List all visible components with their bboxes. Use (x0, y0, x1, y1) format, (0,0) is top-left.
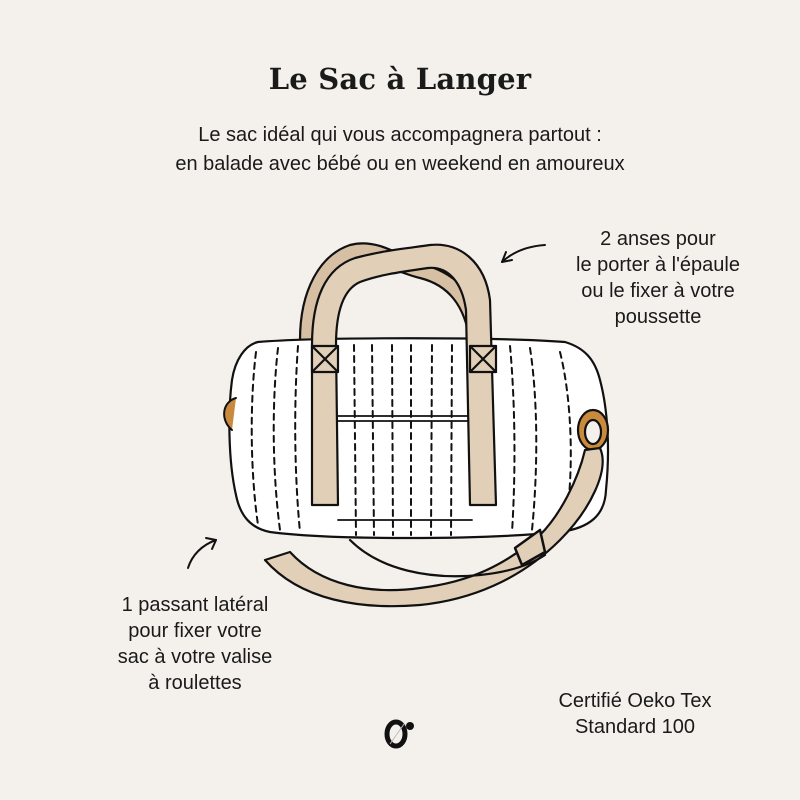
front-handle (310, 243, 498, 507)
annotation-line: sac à votre valise (117, 646, 273, 668)
annotation-line: ou le fixer à votre (581, 280, 735, 302)
shoulder-strap (263, 408, 610, 608)
arrow-to-side-loop (187, 537, 217, 569)
annotation-line: 1 passant latéral (121, 594, 269, 616)
annotation-side-loop: 1 passant latéral pour fixer votre sac à… (90, 592, 300, 696)
annotation-line: Certifié Oeko Tex (558, 690, 712, 712)
bag-body (228, 337, 610, 540)
annotation-certification: Certifié Oeko Tex Standard 100 (530, 688, 740, 740)
subtitle-line-2: en balade avec bébé ou en weekend en amo… (175, 153, 625, 175)
subtitle-line-1: Le sac idéal qui vous accompagnera parto… (198, 124, 602, 146)
page-title: Le Sac à Langer (268, 62, 532, 96)
side-loop (223, 397, 237, 431)
annotation-line: 2 anses pour (600, 228, 716, 250)
brand-monogram-icon (384, 719, 414, 749)
annotation-line: poussette (614, 306, 702, 328)
page-subtitle: Le sac idéal qui vous accompagnera parto… (0, 121, 800, 179)
annotation-line: pour fixer votre (128, 620, 262, 642)
annotation-line: le porter à l'épaule (576, 254, 740, 276)
arrow-to-handles (501, 244, 546, 263)
annotation-line: Standard 100 (574, 716, 696, 738)
annotation-handles: 2 anses pour le porter à l'épaule ou le … (548, 226, 768, 330)
annotation-line: à roulettes (148, 672, 242, 694)
